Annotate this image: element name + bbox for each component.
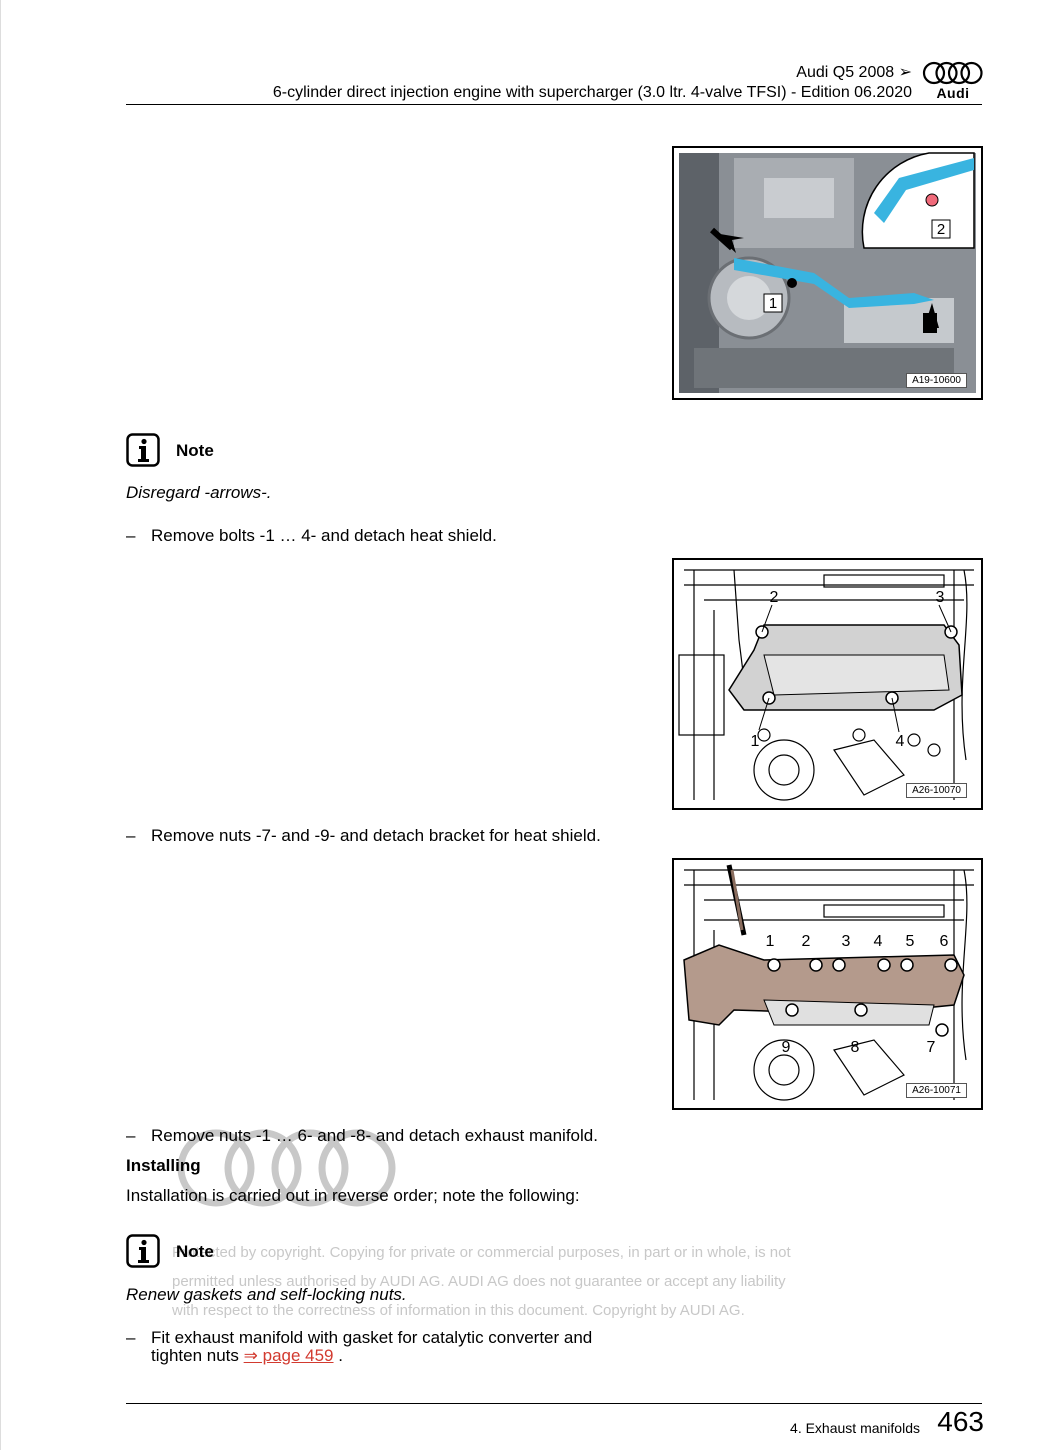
figure-a26-10070: 2 3 1 4 A26-10070: [672, 558, 983, 810]
audi-rings-logo-icon: [922, 61, 983, 85]
figure1-code: A19-10600: [906, 373, 967, 388]
note2-text: Renew gaskets and self-locking nuts.: [126, 1285, 407, 1304]
page-number: 463: [937, 1406, 984, 1437]
installing-heading: Installing: [126, 1156, 201, 1175]
figure2-code: A26-10070: [906, 783, 967, 798]
step4-line2-end: .: [333, 1346, 343, 1365]
figure2-callout-2: 2: [770, 589, 779, 606]
info-note-icon: [126, 1234, 160, 1268]
watermark-line-2: permitted unless authorised by AUDI AG. …: [172, 1273, 786, 1290]
info-note-icon: [126, 433, 160, 467]
step4-line2: tighten nuts ⇒ page 459 .: [151, 1346, 343, 1366]
header-subtitle: 6-cylinder direct injection engine with …: [272, 84, 912, 101]
figure3-callout-1: 1: [766, 933, 775, 950]
exhaust-manifold-drawing: 1 2 3 4 5 6 7 8 9: [683, 864, 974, 1101]
figure-a26-10071: 1 2 3 4 5 6 7 8 9 A26-10071: [672, 858, 983, 1110]
footer-rule: [126, 1403, 982, 1404]
figure1-callout-1: 1: [769, 295, 777, 312]
figure2-callout-1: 1: [751, 733, 760, 750]
figure2-callout-3: 3: [936, 589, 945, 606]
step4-line1: Fit exhaust manifold with gasket for cat…: [151, 1328, 593, 1347]
footer-section-title: 4. Exhaust manifolds: [790, 1420, 920, 1436]
header-rule: [126, 104, 982, 105]
copyright-watermark: Protected by copyright. Copying for priv…: [172, 1238, 892, 1325]
audi-rings-watermark-icon: [177, 1129, 396, 1207]
note2-label: Note: [176, 1242, 214, 1261]
step1-text: Remove bolts -1 … 4- and detach heat shi…: [151, 526, 497, 545]
step1-dash: –: [126, 526, 136, 545]
figure3-code: A26-10071: [906, 1083, 967, 1098]
heat-shield-drawing: 2 3 1 4: [678, 569, 974, 801]
figure3-callout-7: 7: [927, 1039, 936, 1056]
step4-dash: –: [126, 1328, 136, 1347]
watermark-line-3: with respect to the correctness of infor…: [172, 1302, 745, 1319]
figure2-callout-4: 4: [896, 733, 905, 750]
audi-wordmark: Audi: [936, 85, 970, 101]
figure1-callout-2: 2: [937, 221, 945, 238]
note1-text: Disregard -arrows-.: [126, 483, 272, 502]
figure3-callout-5: 5: [906, 933, 915, 950]
figure3-callout-8: 8: [851, 1039, 860, 1056]
installing-text: Installation is carried out in reverse o…: [126, 1186, 580, 1205]
engine-photo-illustration: 2 1: [679, 152, 976, 393]
figure-a19-10600: 2 1 A19-10600: [672, 146, 983, 400]
note1-label: Note: [176, 441, 214, 460]
header-model: Audi Q5 2008 ➢: [796, 64, 912, 81]
figure3-callout-6: 6: [940, 933, 949, 950]
step3-dash: –: [126, 1126, 136, 1145]
step2-text: Remove nuts -7- and -9- and detach brack…: [151, 826, 601, 845]
page-459-link[interactable]: ⇒ page 459: [243, 1346, 334, 1365]
step4-line2-text: tighten nuts: [151, 1346, 239, 1365]
step3-text: Remove nuts -1 … 6- and -8- and detach e…: [151, 1126, 598, 1145]
figure3-callout-2: 2: [802, 933, 811, 950]
figure3-callout-9: 9: [782, 1039, 791, 1056]
watermark-line-1: Protected by copyright. Copying for priv…: [172, 1244, 791, 1261]
figure3-callout-3: 3: [842, 933, 851, 950]
figure3-callout-4: 4: [874, 933, 883, 950]
step2-dash: –: [126, 826, 136, 845]
